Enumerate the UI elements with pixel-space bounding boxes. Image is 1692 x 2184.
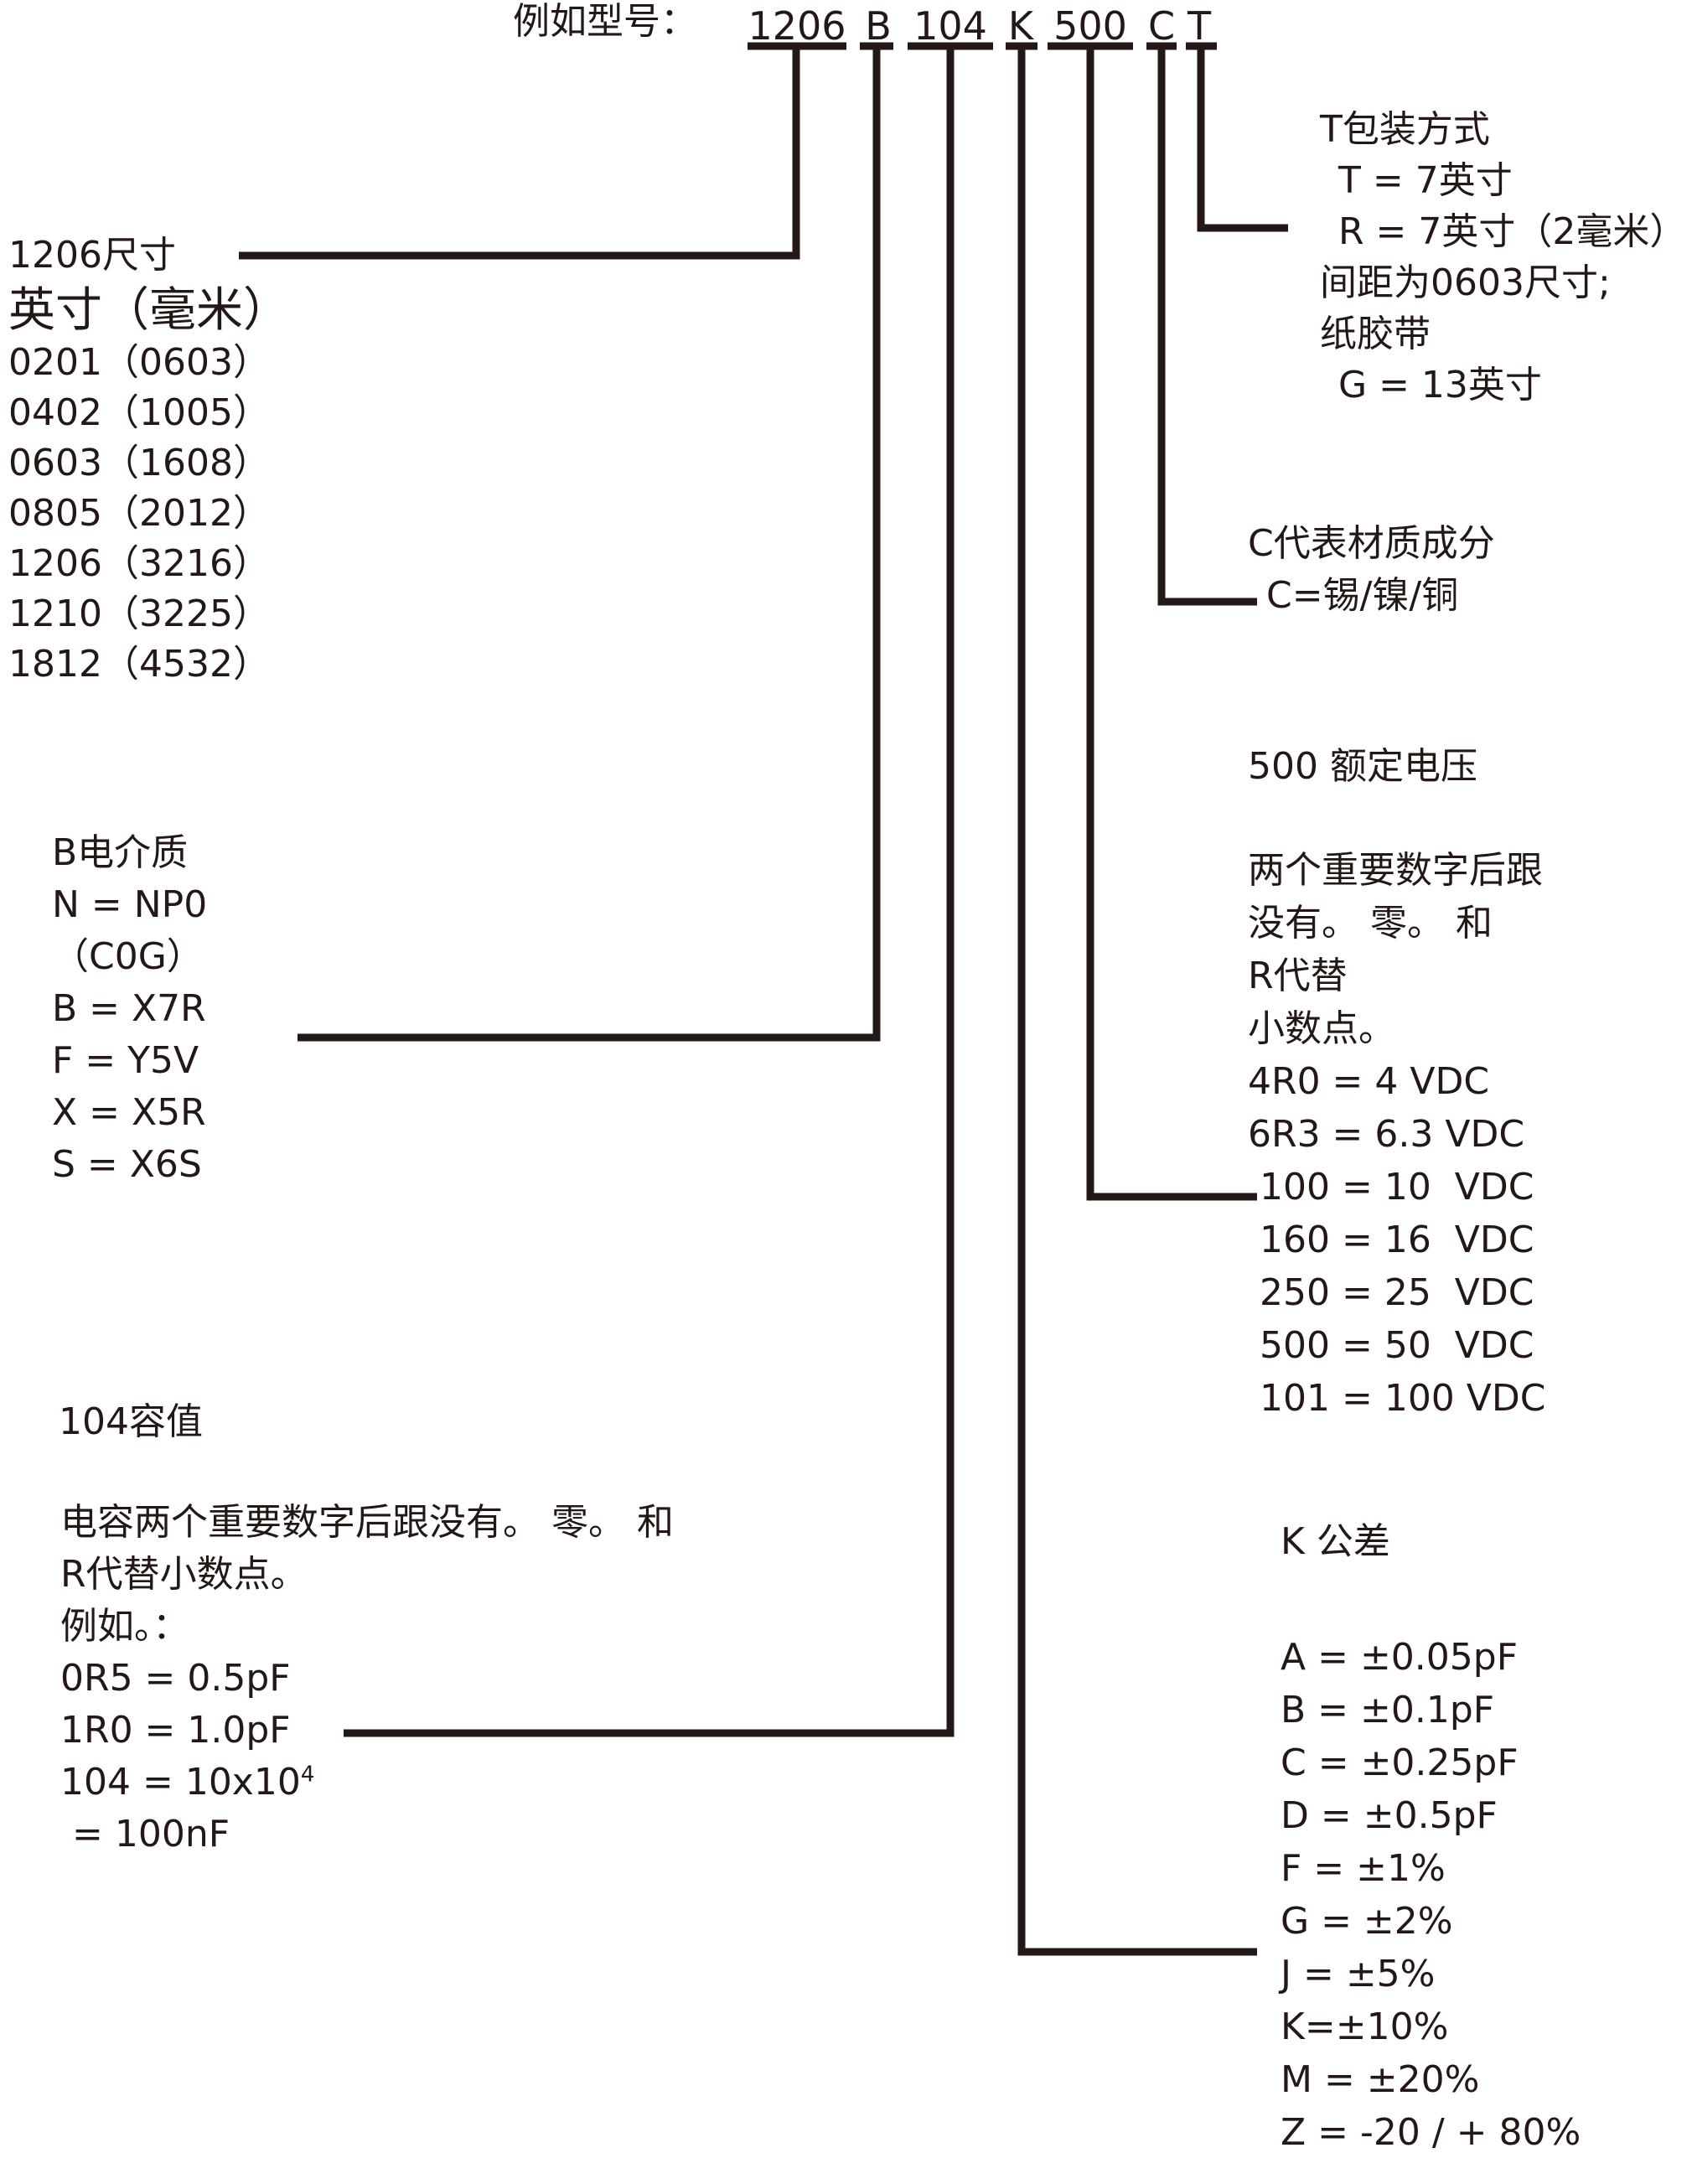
part-segment-termination: C <box>1147 3 1176 49</box>
tolerance-rows-block: A = ±0.05pF B = ±0.1pF C = ±0.25pF D = ±… <box>1281 1639 1581 2151</box>
dielectric-row: （C0G） <box>52 935 204 978</box>
size-row: 0402（1005） <box>8 391 270 434</box>
voltage-row: 6R3 = 6.3 VDC <box>1248 1113 1525 1156</box>
voltage-description-line: 小数点。 <box>1248 1007 1395 1050</box>
tolerance-row: B = ±0.1pF <box>1281 1689 1495 1731</box>
voltage-row: 4R0 = 4 VDC <box>1248 1060 1490 1103</box>
leader-dielectric <box>298 46 881 1042</box>
size-block: 1206尺寸 英寸（毫米） 0201（0603） 0402（1005） 0603… <box>8 237 290 683</box>
packaging-title: T包装方式 <box>1320 108 1490 151</box>
capacitance-power-prefix: 104 = 10x10 <box>60 1761 301 1804</box>
dielectric-row: X = X5R <box>52 1091 206 1134</box>
capacitance-block: 104容值 <box>59 1404 203 1441</box>
part-segment-packaging: T <box>1187 3 1212 49</box>
capacitance-description-line: 例如。： <box>60 1605 189 1648</box>
leader-capacitance <box>344 46 955 1737</box>
leader-material <box>1157 46 1257 606</box>
packaging-row: T = 7英寸 <box>1338 159 1513 202</box>
voltage-description-line: 两个重要数字后跟 <box>1248 849 1543 892</box>
dielectric-row: S = X6S <box>52 1143 202 1186</box>
material-title: C代表材质成分 <box>1248 522 1495 565</box>
tolerance-row: G = ±2% <box>1281 1900 1453 1943</box>
capacitance-title: 104容值 <box>59 1400 203 1443</box>
voltage-row: 160 = 16 VDC <box>1260 1219 1534 1261</box>
capacitance-description-line: 电容两个重要数字后跟没有。 零。 和 <box>60 1501 674 1544</box>
tolerance-row: F = ±1% <box>1281 1847 1446 1890</box>
voltage-description-block: 两个重要数字后跟 没有。 零。 和 R代替 小数点。 4R0 = 4 VDC 6… <box>1248 852 1546 1417</box>
tolerance-row: J = ±5% <box>1281 1953 1436 1995</box>
tolerance-row: A = ±0.05pF <box>1281 1636 1519 1679</box>
dielectric-row: B = X7R <box>52 987 206 1030</box>
size-title: 1206尺寸 <box>8 234 176 277</box>
packaging-row: 间距为0603尺寸; <box>1320 261 1611 304</box>
leader-voltage <box>1086 46 1257 1201</box>
voltage-description-line: R代替 <box>1248 955 1348 997</box>
dielectric-row: F = Y5V <box>52 1039 199 1082</box>
tolerance-row: C = ±0.25pF <box>1281 1742 1519 1784</box>
capacitance-power-example: 104 = 10x104 <box>60 1761 674 1804</box>
leader-packaging <box>1197 46 1288 232</box>
tolerance-row: Z = -20 / + 80% <box>1281 2111 1581 2154</box>
size-row: 0201（0603） <box>8 341 270 384</box>
tolerance-row: K=±10% <box>1281 2005 1449 2048</box>
voltage-description-line: 没有。 零。 和 <box>1248 902 1493 945</box>
voltage-title-block: 500 额定电压 <box>1248 748 1477 785</box>
example-part-number-label: 例如型号： <box>513 0 697 43</box>
part-segment-dielectric: B <box>865 3 892 49</box>
dielectric-block: B电介质 N = NP0 （C0G） B = X7R F = Y5V X = X… <box>52 835 207 1183</box>
capacitance-description-block: 电容两个重要数字后跟没有。 零。 和 R代替小数点。 例如。： 0R5 = 0.… <box>60 1504 674 1853</box>
tolerance-title: K 公差 <box>1281 1520 1390 1563</box>
voltage-row: 101 = 100 VDC <box>1260 1377 1546 1420</box>
voltage-row: 100 = 10 VDC <box>1260 1166 1534 1208</box>
tolerance-title-block: K 公差 <box>1281 1524 1390 1560</box>
capacitance-example: 1R0 = 1.0pF <box>60 1709 291 1752</box>
leader-tolerance <box>1017 46 1257 1956</box>
size-row: 0603（1608） <box>8 442 270 484</box>
tolerance-row: M = ±20% <box>1281 2058 1480 2101</box>
part-segment-size: 1206 <box>748 3 846 49</box>
material-block: C代表材质成分 C=锡/镍/铜 <box>1248 525 1495 614</box>
material-row: C=锡/镍/铜 <box>1266 574 1459 617</box>
packaging-row: R = 7英寸（2毫米） <box>1338 210 1687 253</box>
size-row: 1206（3216） <box>8 542 270 585</box>
size-row: 1210（3225） <box>8 593 270 635</box>
dielectric-title: B电介质 <box>52 831 189 874</box>
size-row: 0805（2012） <box>8 492 270 535</box>
packaging-block: T包装方式 T = 7英寸 R = 7英寸（2毫米） 间距为0603尺寸; 纸胶… <box>1320 111 1686 404</box>
part-segment-tolerance: K <box>1007 3 1034 49</box>
voltage-title: 500 额定电压 <box>1248 745 1477 788</box>
size-row: 1812（4532） <box>8 643 270 686</box>
dielectric-row: N = NP0 <box>52 883 208 926</box>
size-units-heading: 英寸（毫米） <box>8 283 290 338</box>
voltage-row: 250 = 25 VDC <box>1260 1271 1534 1314</box>
leader-size <box>239 46 800 260</box>
voltage-row: 500 = 50 VDC <box>1260 1324 1534 1367</box>
part-segment-voltage: 500 <box>1053 3 1127 49</box>
capacitance-example: 0R5 = 0.5pF <box>60 1657 291 1700</box>
tolerance-row: D = ±0.5pF <box>1281 1794 1498 1837</box>
capacitance-power-exponent: 4 <box>300 1762 315 1788</box>
packaging-row: 纸胶带 <box>1320 313 1431 355</box>
packaging-row: G = 13英寸 <box>1338 364 1542 406</box>
part-segment-capacitance: 104 <box>913 3 987 49</box>
capacitance-power-result: = 100nF <box>72 1813 230 1855</box>
capacitance-description-line: R代替小数点。 <box>60 1553 308 1596</box>
